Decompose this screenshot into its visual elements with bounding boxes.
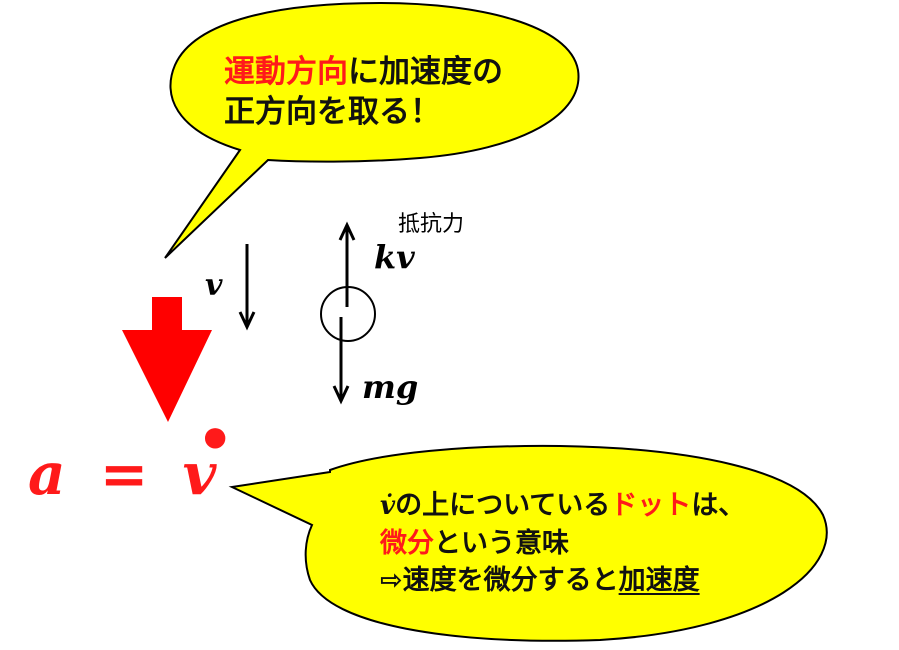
gravity-arrow xyxy=(332,317,350,405)
on-top-text: の上についている xyxy=(395,490,611,521)
top-speech-bubble xyxy=(164,1,580,259)
top-bubble-line-1: 運動方向に加速度の xyxy=(224,52,503,92)
equation-rhs-v: v xyxy=(182,440,217,508)
gravity-force-label: mg xyxy=(362,368,419,406)
bottom-speech-bubble xyxy=(228,444,828,642)
differentiation-text: 微分 xyxy=(380,528,434,559)
motion-direction-text: 運動方向 xyxy=(224,54,348,90)
bottom-bubble-line-3: ⇨速度を微分すると加速度 xyxy=(380,562,745,599)
resistance-arrow xyxy=(338,221,356,307)
resistance-force-label: kv xyxy=(374,238,415,276)
bottom-bubble-line-2: 微分という意味 xyxy=(380,525,745,562)
top-bubble-text: 運動方向に加速度の 正方向を取る！ xyxy=(224,52,503,132)
meaning-text: という意味 xyxy=(434,528,569,559)
velocity-arrow xyxy=(238,244,256,331)
acceleration-underlined-text: 加速度 xyxy=(618,565,700,596)
derivative-dot: • xyxy=(196,406,234,474)
equation-equals: = xyxy=(99,440,149,508)
dot-text: ドット xyxy=(610,490,692,521)
velocity-label: v xyxy=(205,268,223,303)
conclusion-text: ⇨速度を微分すると xyxy=(380,565,619,596)
resistance-title: 抵抗力 xyxy=(398,212,465,237)
equation-rhs: v • xyxy=(182,406,234,508)
bottom-bubble-line-1: v̇の上についているドットは、 xyxy=(380,487,745,525)
acceleration-equation: a = v • xyxy=(28,406,234,508)
v-dot-symbol: v̇ xyxy=(380,491,396,521)
top-bubble-line-2: 正方向を取る！ xyxy=(224,94,441,130)
equation-lhs: a xyxy=(28,440,66,508)
acceleration-text: に加速度の xyxy=(348,54,503,90)
topic-marker-text: は、 xyxy=(691,490,746,521)
acceleration-direction-arrow xyxy=(122,297,212,422)
bottom-bubble-text: v̇の上についているドットは、 微分という意味 ⇨速度を微分すると加速度 xyxy=(380,487,745,599)
